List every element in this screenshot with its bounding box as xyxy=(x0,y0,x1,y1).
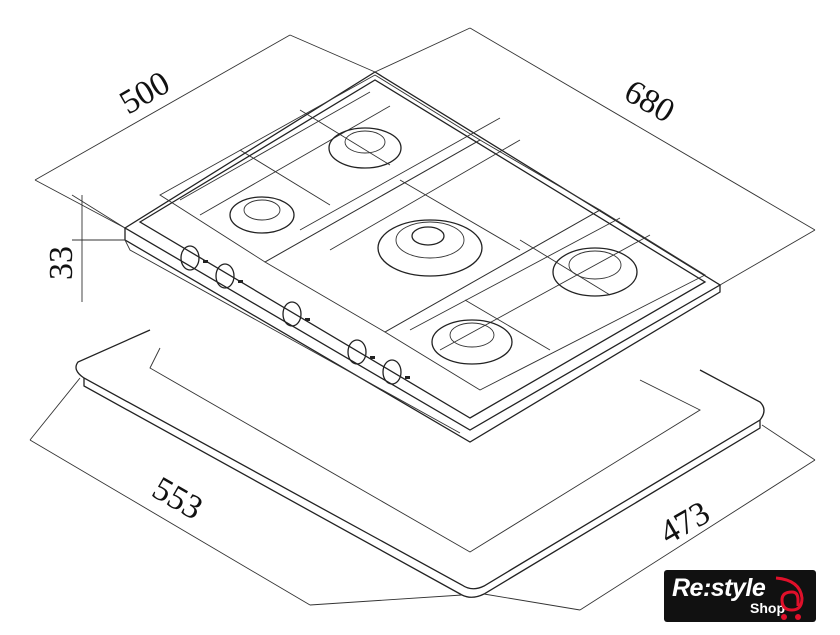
logo-brand: Re:style xyxy=(672,574,766,602)
cutout-frame xyxy=(75,329,765,598)
burner-wok-center xyxy=(377,219,483,277)
knob-3 xyxy=(282,301,310,327)
burner-rear-left xyxy=(229,196,295,234)
burner-rear-middle xyxy=(328,127,402,169)
dim-473: 473 xyxy=(654,494,717,552)
hob xyxy=(123,71,722,443)
cart-at-icon xyxy=(775,576,804,620)
knob-2 xyxy=(215,263,243,289)
dim-500: 500 xyxy=(114,64,177,122)
dimension-lines xyxy=(29,27,816,611)
burners xyxy=(229,127,638,365)
burner-front xyxy=(431,319,513,365)
control-knobs xyxy=(180,245,410,385)
logo-sub: Shop xyxy=(750,600,785,616)
dim-680: 680 xyxy=(618,73,681,131)
dim-553: 553 xyxy=(146,470,209,528)
restyle-shop-logo: Re:style Shop xyxy=(664,570,816,622)
burner-right xyxy=(552,247,638,297)
dim-33: 33 xyxy=(43,246,80,280)
knob-4 xyxy=(347,339,375,365)
knob-1 xyxy=(180,245,208,271)
knob-5 xyxy=(382,359,410,385)
